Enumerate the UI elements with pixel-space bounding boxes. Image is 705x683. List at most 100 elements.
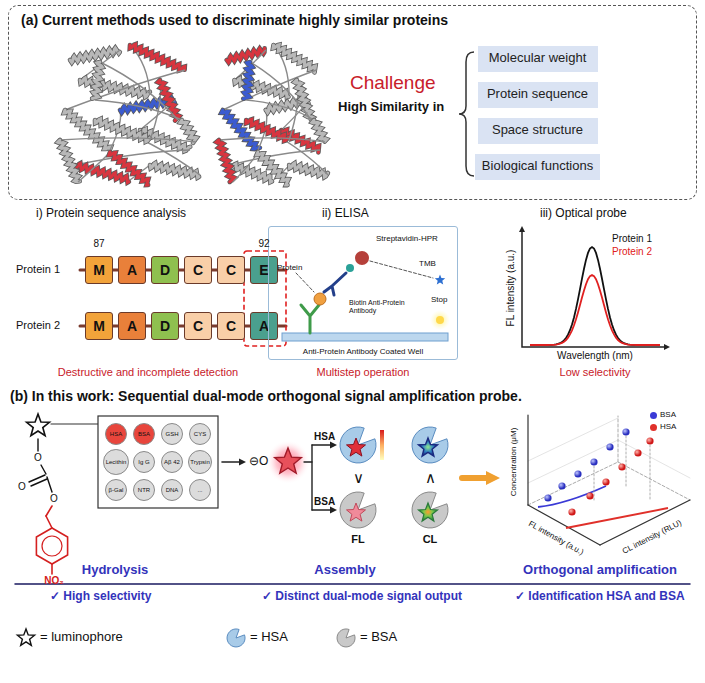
luminophore-star <box>27 414 50 436</box>
helix-outline <box>243 62 252 99</box>
protein-loop <box>246 120 328 175</box>
protein-helix <box>58 140 80 182</box>
grid-line <box>618 440 690 478</box>
legend-text-wrap: HSA <box>660 422 676 431</box>
text-label-wrap: Protein 1 <box>612 233 652 245</box>
text-label: Low selectivity <box>560 366 631 379</box>
hsa-point <box>618 463 625 470</box>
text-label: O <box>18 481 26 493</box>
elisa-label: Stop <box>431 295 447 304</box>
legend-text: HSA <box>660 422 676 431</box>
protein-helix <box>92 62 102 99</box>
text-label-wrap: O <box>50 493 58 505</box>
cl-star <box>419 503 438 521</box>
protein-helix <box>294 80 313 120</box>
elisa-label-wrap: Anti-Protein Antibody Coated Well <box>303 347 423 356</box>
analyte-circle: Lecithin <box>103 449 129 475</box>
residue-letter: D <box>160 318 170 334</box>
protein-loop <box>219 138 325 142</box>
bond <box>46 506 52 516</box>
analyte-grid <box>98 416 218 508</box>
plot-back-edge <box>618 462 690 500</box>
text-label-wrap: Hydrolysis <box>82 563 148 578</box>
residue-letter: C <box>193 318 203 334</box>
text-label-wrap: Low selectivity <box>560 366 631 379</box>
benzene-ring <box>36 528 67 564</box>
plot-back-edge <box>618 416 619 462</box>
protein-helix <box>227 48 265 62</box>
text-label: ✓ Distinct dual-mode signal output <box>262 590 462 604</box>
elisa-label-wrap: Stop <box>431 295 447 304</box>
elisa-label: Anti-Protein Antibody Coated Well <box>303 347 423 356</box>
legend-star <box>17 629 34 645</box>
analyte-label: NTR <box>138 487 150 493</box>
box-label: Protein sequence <box>487 87 588 102</box>
helix-outline <box>216 140 234 182</box>
helix-outline <box>64 110 111 150</box>
text-label-wrap: ✓ Identification HSA and BSA <box>515 590 685 604</box>
aromatic-ring <box>42 536 62 556</box>
color-bar <box>380 430 384 460</box>
analyte-circle: β-Gal <box>105 479 127 501</box>
text-label: Protein 2 <box>612 246 652 258</box>
tmb-star <box>435 275 445 285</box>
legend-text: = HSA <box>250 630 288 645</box>
elisa-label-wrap: TMB <box>419 259 436 268</box>
text-label: Protein 2 <box>16 319 60 332</box>
axis-arrow <box>664 344 670 350</box>
helix-outline <box>109 152 148 185</box>
residue-box: C <box>184 312 212 340</box>
elisa-label-wrap: Biotin Anti-Protein Antibody <box>349 299 421 315</box>
bsa-point <box>622 428 629 435</box>
text-label: Challenge <box>350 72 436 94</box>
elisa-panel: Streptavidin-HPRProteinTMBStopBiotin Ant… <box>268 226 458 360</box>
elisa-label-wrap: Streptavidin-HPR <box>376 234 438 243</box>
residue-box: M <box>85 256 113 284</box>
arrow-line <box>312 444 330 445</box>
helix-outline <box>231 164 272 182</box>
text-label: iii) Optical probe <box>540 207 627 221</box>
text-label: FL intensity (a.u.) <box>505 250 517 327</box>
bond <box>47 477 52 492</box>
biotin <box>346 264 354 272</box>
grid-line <box>528 418 618 461</box>
similarity-box: Protein sequence <box>478 82 598 108</box>
text-label-wrap: O <box>18 481 26 493</box>
arrow-line <box>222 461 240 463</box>
protein-helix <box>273 45 316 73</box>
bsa-point <box>558 482 565 489</box>
legend-swatch <box>650 412 657 419</box>
amplification-arrow <box>462 475 488 481</box>
grid-line <box>528 440 618 483</box>
protein-helix <box>130 44 185 70</box>
similarity-box: Molecular weight <box>478 46 598 72</box>
text-label-wrap: Protein 2 <box>16 319 60 332</box>
residue-letter: C <box>226 262 236 278</box>
plot-axis <box>527 415 528 505</box>
protein-loop <box>100 62 178 120</box>
text-label: High Similarity in <box>338 100 444 115</box>
protein-loop <box>60 138 196 142</box>
panel-title: (a) Current methods used to discriminate… <box>9 6 696 34</box>
elisa-label: Biotin Anti-Protein Antibody <box>349 299 421 315</box>
text-label-wrap: FL intensity (a.u.) <box>527 519 585 557</box>
helix-outline <box>180 120 197 143</box>
box-label: Biological functions <box>482 159 593 174</box>
helix-outline <box>58 140 80 182</box>
text-label: HSA <box>314 431 335 443</box>
text-label-wrap: ✓ High selectivity <box>50 590 151 604</box>
helix-outline <box>130 44 185 70</box>
signal-glow <box>430 310 450 330</box>
analyte-label: Trypsin <box>190 459 209 465</box>
protein-loop <box>250 62 311 120</box>
bracket <box>459 52 474 176</box>
text-label-wrap: NO₂ <box>44 575 63 587</box>
text-label-wrap: FL <box>351 533 364 546</box>
bond <box>46 516 52 528</box>
luminophore-star <box>275 448 302 473</box>
analyte-circle: Ig G <box>133 451 155 473</box>
pointer-arrow <box>296 273 314 292</box>
helix-outline <box>150 163 199 178</box>
analyte-label: Aβ 42 <box>164 459 180 465</box>
text-label-wrap: Protein 1 <box>16 263 60 276</box>
